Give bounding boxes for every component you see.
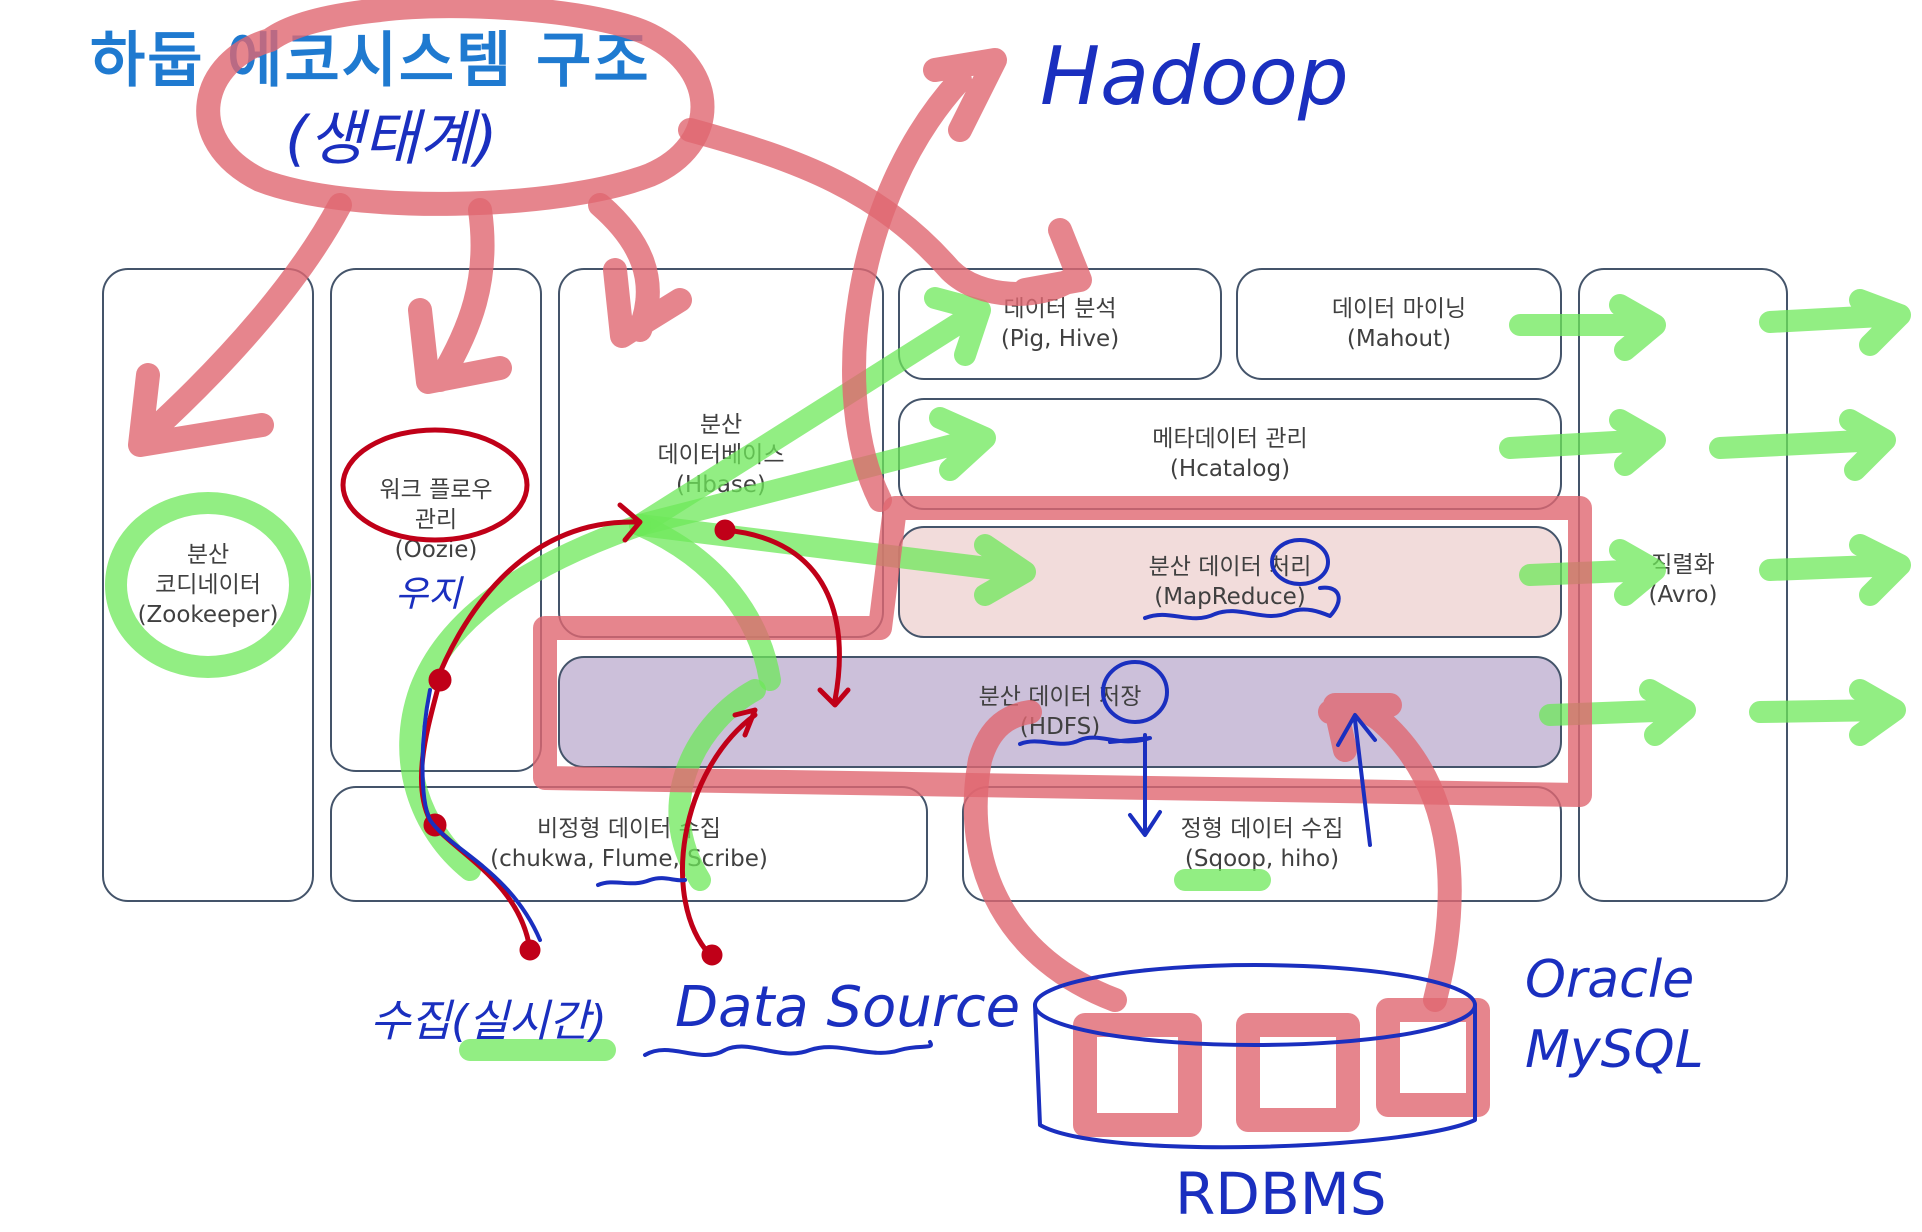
red-rdbms-cell-3 (1376, 998, 1490, 1117)
unstructured-label: 비정형 데이터 수집 (chukwa, Flume, Scribe) (330, 786, 928, 902)
mining-line2: (Mahout) (1346, 326, 1452, 352)
red-rdbms-cell-1 (1073, 1013, 1202, 1137)
hbase-line1: 분산 (699, 412, 743, 438)
storage-label: 분산 데이터 저장 (HDFS) (558, 656, 1562, 768)
storage-line1: 분산 데이터 저장 (978, 684, 1142, 710)
zookeeper-line2: 코디네이터 (155, 572, 261, 598)
analysis-label: 데이터 분석 (Pig, Hive) (898, 268, 1222, 380)
hbase-line3: (Hbase) (675, 472, 767, 498)
hbase-line2: 데이터베이스 (657, 442, 785, 468)
analysis-line1: 데이터 분석 (1003, 296, 1117, 322)
oozie-label: 워크 플로우 관리 (Oozie) (330, 470, 542, 570)
oracle-handwritten: Oracle (1525, 950, 1695, 1010)
oozie-line2: 관리 (414, 507, 458, 533)
oozie-line3: (Oozie) (394, 537, 478, 563)
metadata-label: 메타데이터 관리 (Hcatalog) (898, 398, 1562, 510)
blue-underline-datasource (643, 1040, 933, 1057)
hadoop-handwritten: Hadoop (1040, 30, 1349, 123)
green-row1-b (1759, 289, 1911, 356)
unstructured-line1: 비정형 데이터 수집 (537, 816, 721, 842)
serialization-label: 직렬화 (Avro) (1578, 530, 1788, 630)
zookeeper-label: 분산 코디네이터 (Zookeeper) (102, 530, 314, 640)
blue-db-top (1033, 963, 1477, 1047)
collect-note-handwritten: 수집(실시간) (370, 996, 607, 1047)
hbase-label: 분산 데이터베이스 (Hbase) (558, 405, 884, 505)
oozie-line1: 워크 플로우 (379, 477, 493, 503)
processing-label: 분산 데이터 처리 (MapReduce) (898, 526, 1562, 638)
structured-label: 정형 데이터 수집 (Sqoop, hiho) (962, 786, 1562, 902)
unstructured-line2: (chukwa, Flume, Scribe) (490, 846, 768, 872)
metadata-line2: (Hcatalog) (1169, 456, 1291, 482)
page-title: 하둡 에코시스템 구조 (90, 26, 651, 96)
processing-line1: 분산 데이터 처리 (1148, 554, 1312, 580)
serialization-line1: 직렬화 (1651, 552, 1715, 578)
data-source-handwritten: Data Source (675, 975, 1021, 1040)
structured-line1: 정형 데이터 수집 (1180, 816, 1344, 842)
zookeeper-line3: (Zookeeper) (137, 602, 279, 628)
analysis-line2: (Pig, Hive) (1000, 326, 1120, 352)
serialization-line2: (Avro) (1648, 582, 1718, 608)
mining-line1: 데이터 마이닝 (1331, 296, 1467, 322)
mining-label: 데이터 마이닝 (Mahout) (1236, 268, 1562, 380)
rdbms-handwritten: RDBMS (1175, 1160, 1387, 1228)
red-rdbms-cell-2 (1236, 1013, 1360, 1132)
title-sub-handwritten: (생태계) (285, 104, 498, 174)
zookeeper-line1: 분산 (186, 542, 230, 568)
structured-line2: (Sqoop, hiho) (1184, 846, 1340, 872)
processing-line2: (MapReduce) (1154, 584, 1306, 610)
darkred-dot-5 (519, 939, 541, 961)
green-row3-b (1759, 534, 1911, 606)
metadata-line1: 메타데이터 관리 (1152, 426, 1308, 452)
storage-line2: (HDFS) (1019, 714, 1101, 740)
oozie-note-handwritten: 우지 (395, 574, 462, 615)
blue-db-body (1033, 1003, 1477, 1150)
mysql-handwritten: MySQL (1525, 1020, 1704, 1080)
darkred-dot-4 (701, 944, 723, 966)
